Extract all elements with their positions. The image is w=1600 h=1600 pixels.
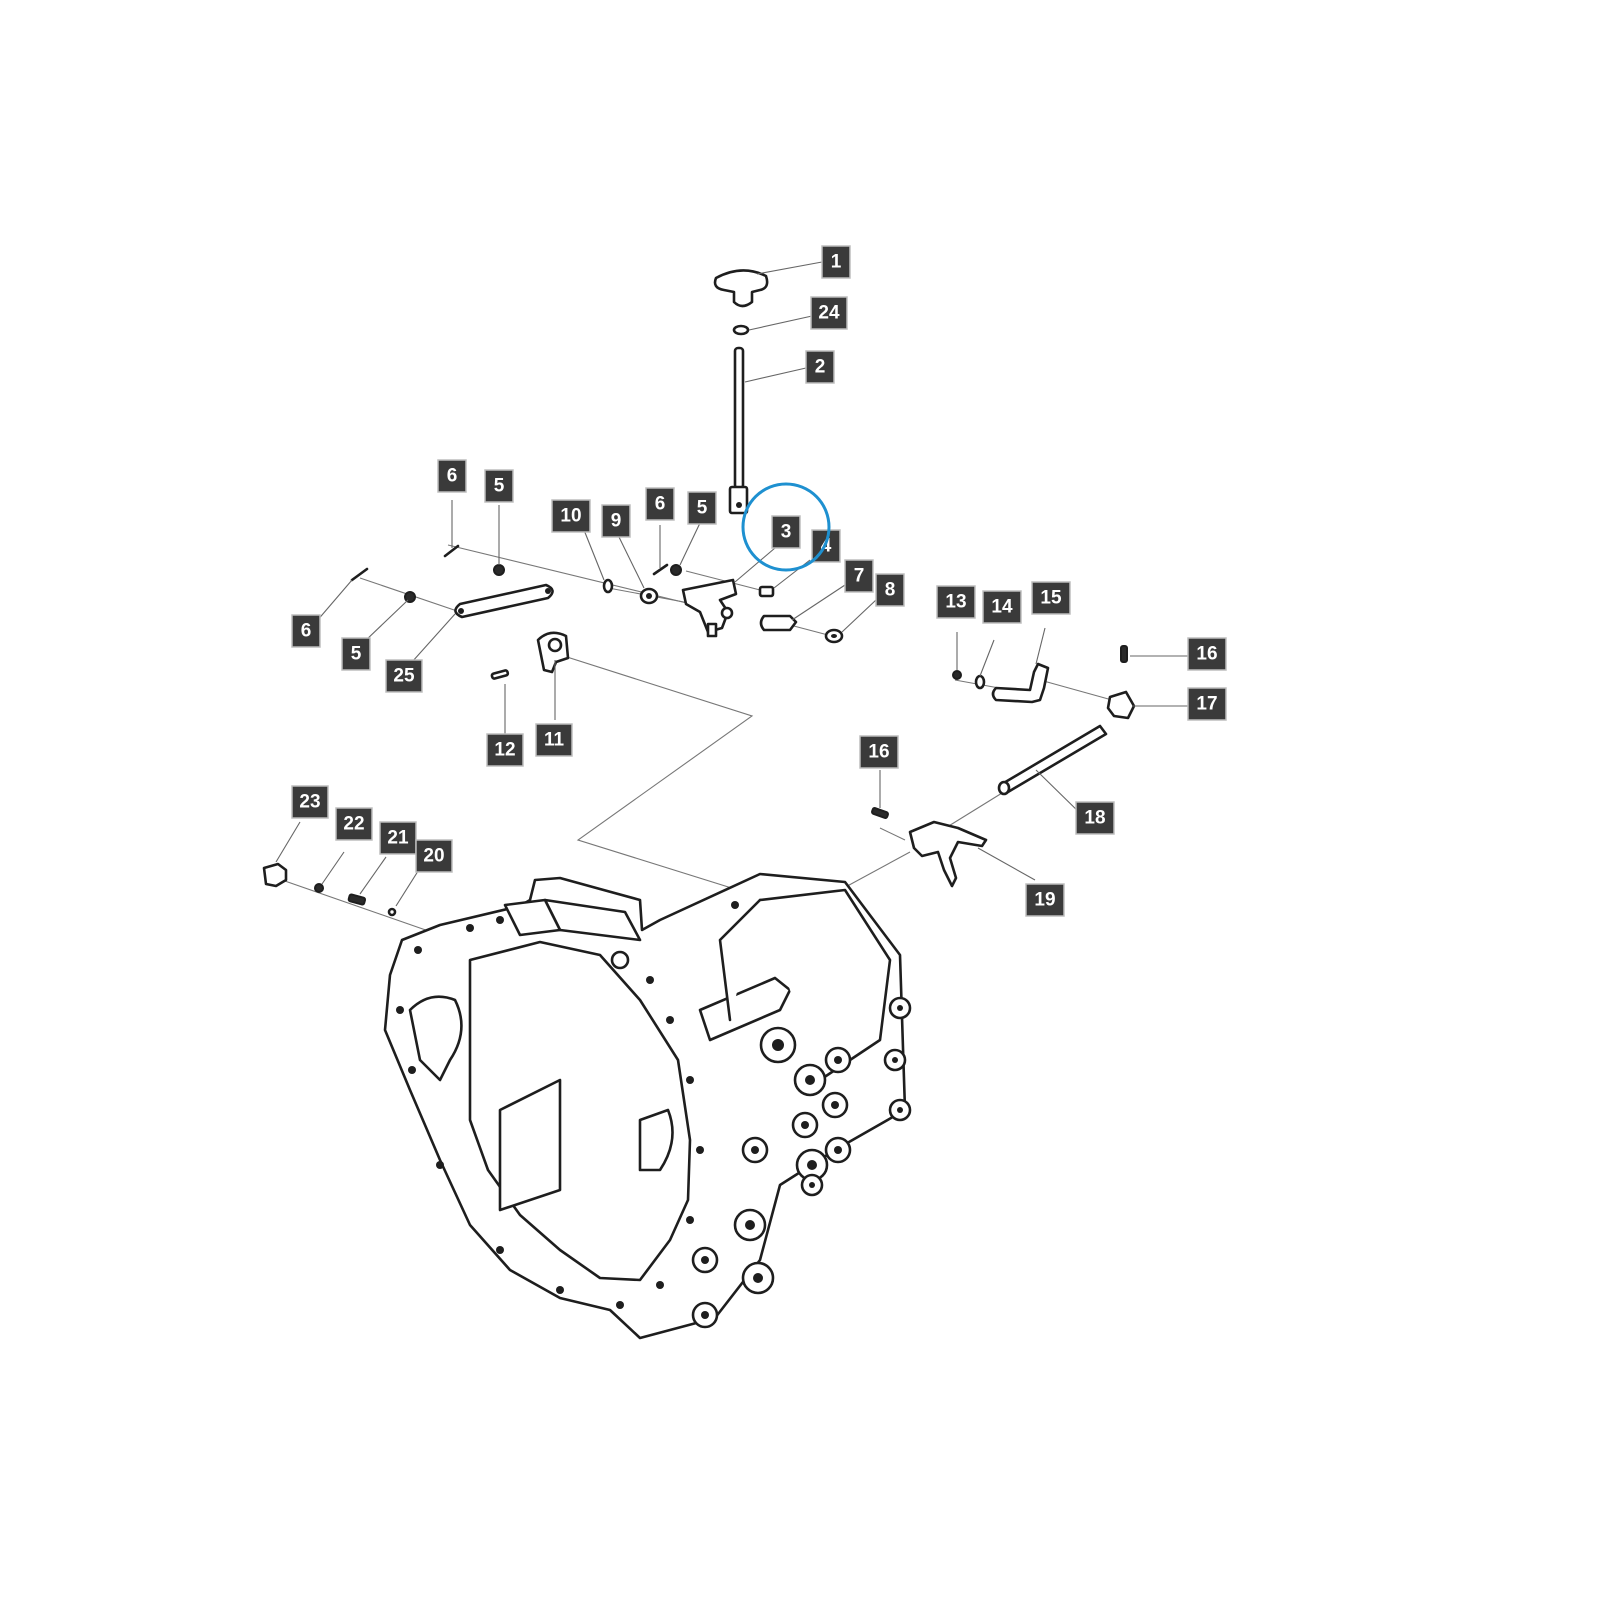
callout-17-label: 17 [1196,694,1217,715]
split-pin-parts-6 [350,544,669,582]
callout-8: 8 [875,573,905,607]
spring-part-21 [347,893,367,906]
callout-5-label: 5 [494,476,505,497]
callout-6-middle: 6 [645,487,675,521]
callout-2: 2 [805,350,835,384]
callout-1: 1 [821,245,851,279]
callout-23: 23 [291,785,329,819]
callout-1-label: 1 [831,252,842,273]
callout-22: 22 [335,807,373,841]
callout-22-label: 22 [343,814,364,835]
callout-15: 15 [1031,581,1071,615]
callout-20: 20 [415,839,453,873]
callout-7-label: 7 [854,566,865,587]
clamp-part-11 [536,631,570,674]
callout-17: 17 [1187,687,1227,721]
roll-pin-part-12 [490,669,510,680]
o-ring-part-24 [732,324,750,336]
washer-part-8 [824,628,844,644]
callout-23-label: 23 [299,792,320,813]
callout-5-left-top: 5 [484,469,514,503]
callout-5-middle: 5 [687,491,717,525]
callout-19: 19 [1025,883,1065,917]
callout-21-label: 21 [387,828,409,849]
callout-16-right: 16 [1187,637,1227,671]
callout-6-label: 6 [301,621,312,642]
washer-part-9 [639,587,659,605]
callout-7: 7 [844,559,874,593]
washer-part-22 [314,883,324,893]
ring-part-14 [974,674,986,690]
selector-arm-part-3 [681,578,738,638]
callout-11-label: 11 [544,730,565,751]
callout-15-label: 15 [1040,588,1062,609]
shift-lever-rod-part-2 [728,346,749,515]
callout-3-label: 3 [781,522,792,543]
transmission-housing [383,872,912,1340]
callout-6-label: 6 [447,466,458,487]
callout-25-label: 25 [393,666,415,687]
flange-holes [396,901,739,1309]
ball-part-20 [387,907,397,917]
highlight-circle [741,482,831,572]
callout-5-label: 5 [697,498,708,519]
callout-16-label: 16 [868,742,889,763]
callout-12: 12 [486,733,524,767]
block-part-17 [1106,690,1136,720]
callout-6-left-top: 6 [437,459,467,493]
callout-21: 21 [379,821,417,855]
callout-9: 9 [601,504,631,538]
callout-2-label: 2 [815,357,826,378]
callout-19-label: 19 [1034,890,1055,911]
callout-20-label: 20 [423,846,444,867]
bushing-part-7 [759,614,798,632]
housing-bosses [691,996,912,1329]
callout-14-label: 14 [991,597,1013,618]
callout-24-label: 24 [818,303,840,324]
callout-24: 24 [810,296,848,330]
callout-10: 10 [551,499,591,533]
callout-6-label: 6 [655,494,666,515]
assembly-lines [281,544,1113,936]
callout-18-label: 18 [1084,808,1105,829]
callout-5-label: 5 [351,644,362,665]
nut-parts-5 [404,564,682,603]
callout-13-label: 13 [945,592,966,613]
callout-6-left-bottom: 6 [291,614,321,648]
shift-knob-part-1 [713,269,769,308]
pin-part-4 [758,585,775,598]
callout-5-left-bottom: 5 [341,637,371,671]
plug-part-23 [262,862,288,888]
callout-3: 3 [771,515,801,549]
callout-14: 14 [982,590,1022,624]
link-bar-part-25 [454,583,554,619]
callout-16-middle: 16 [859,735,899,769]
callout-16-label: 16 [1196,644,1217,665]
callout-12-label: 12 [494,740,515,761]
callout-18: 18 [1075,801,1115,835]
callout-13: 13 [936,585,976,619]
spring-parts-16 [871,645,1128,819]
callout-11: 11 [535,723,573,757]
shaft-lever-part-15 [991,662,1050,704]
shift-fork-part-19 [908,820,988,888]
callout-10-label: 10 [560,506,581,527]
callout-25: 25 [385,659,423,693]
shift-rail-part-18 [997,724,1108,796]
callout-8-label: 8 [885,580,896,601]
callout-9-label: 9 [611,511,622,532]
leader-lines [275,261,1188,907]
circlip-part-13 [952,670,962,680]
ring-part-10 [602,578,614,594]
